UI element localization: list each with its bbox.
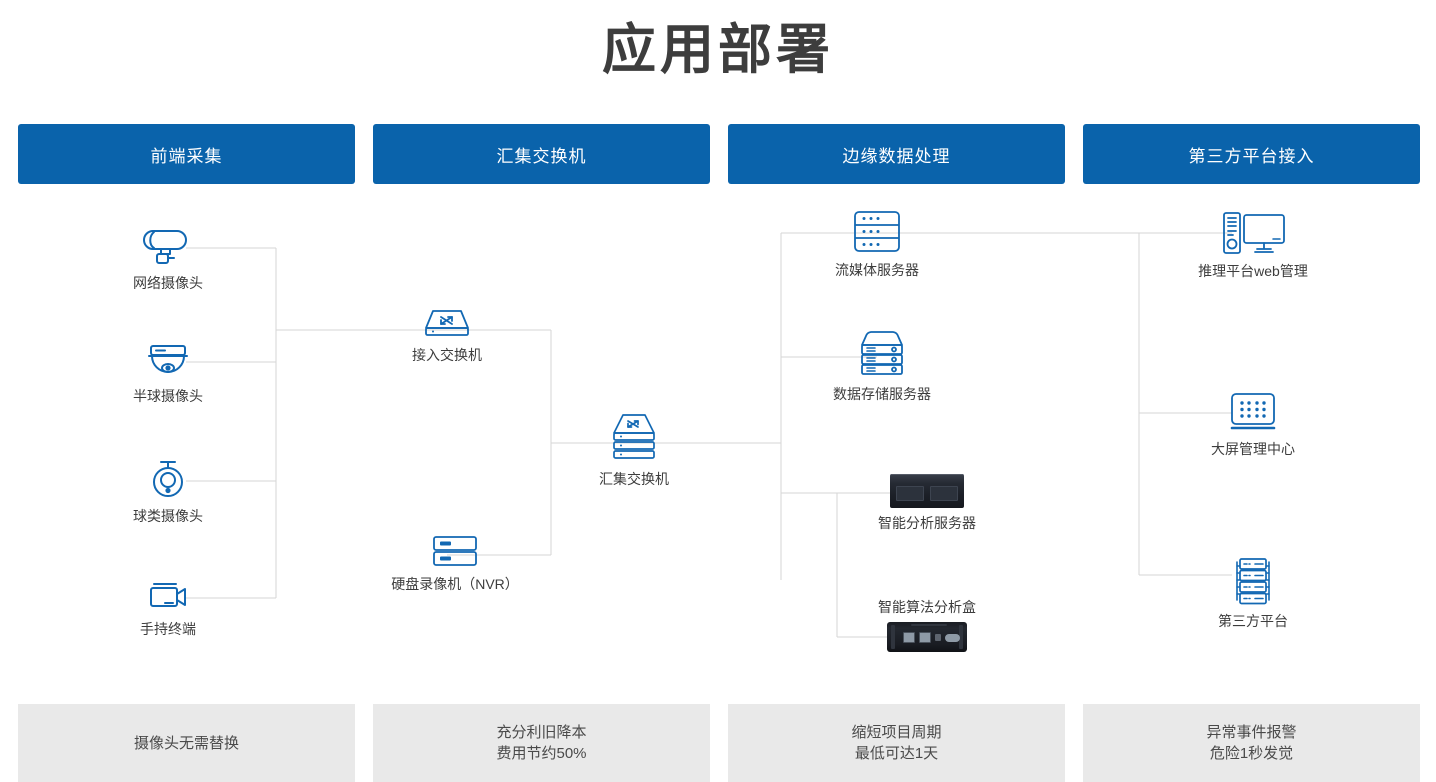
footer-benefit-2: 充分利旧降本 费用节约50% [373,704,710,782]
storage-server-icon [853,329,911,379]
footer-benefit-3: 缩短项目周期 最低可达1天 [728,704,1065,782]
footer-benefit-1: 摄像头无需替换 [18,704,355,782]
footer-line: 危险1秒发觉 [1209,745,1294,762]
node-access-switch[interactable]: 接入交换机 [357,306,537,364]
footer-line: 摄像头无需替换 [133,734,239,752]
node-ai-analysis-server[interactable]: 智能分析服务器 [837,474,1017,532]
node-label: 球类摄像头 [133,508,203,524]
video-wall-icon [1224,390,1282,434]
nvr-icon [426,533,484,569]
node-label: 第三方平台 [1218,613,1288,629]
node-label: 硬盘录像机（NVR） [391,576,519,592]
node-data-storage-server[interactable]: 数据存储服务器 [792,329,972,403]
column-header-front-end-capture: 前端采集 [18,124,355,184]
column-header-aggregation-switch: 汇集交换机 [373,124,710,184]
edge-ai-box-photo [887,622,967,652]
camcorder-icon [141,578,195,614]
bullet-camera-icon [141,224,195,268]
switch-icon [416,306,478,340]
desktop-pc-icon [1217,210,1289,256]
footer-line: 异常事件报警 [1206,724,1297,741]
node-label: 接入交换机 [412,347,482,363]
node-label: 智能分析服务器 [878,515,976,531]
node-ptz-camera[interactable]: 球类摄像头 [78,457,258,525]
node-nvr[interactable]: 硬盘录像机（NVR） [365,533,545,593]
node-label: 汇集交换机 [599,471,669,487]
node-network-camera[interactable]: 网络摄像头 [78,224,258,292]
footer-benefit-4: 异常事件报警 危险1秒发觉 [1083,704,1420,782]
node-ai-algorithm-box[interactable]: 智能算法分析盒 [837,598,1017,652]
node-label: 智能算法分析盒 [878,599,976,615]
node-label: 推理平台web管理 [1198,263,1308,279]
datacenter-rack-icon [1224,556,1282,606]
footer-line: 费用节约50% [496,745,587,762]
node-large-screen-management-center[interactable]: 大屏管理中心 [1163,390,1343,458]
ptz-camera-icon [141,457,195,501]
page-title: 应用部署 [602,20,834,80]
footer-line: 充分利旧降本 [496,724,587,741]
column-header-third-party-platform-access: 第三方平台接入 [1083,124,1420,184]
node-label: 网络摄像头 [133,275,203,291]
node-label: 半球摄像头 [133,388,203,404]
stacked-switch-icon [603,412,665,464]
dome-camera-icon [141,341,195,381]
node-streaming-server[interactable]: 流媒体服务器 [787,209,967,279]
node-dome-camera[interactable]: 半球摄像头 [78,341,258,405]
node-inference-platform-web-management[interactable]: 推理平台web管理 [1163,210,1343,280]
node-label: 流媒体服务器 [835,262,919,278]
rackmount-server-photo [890,474,964,508]
column-header-edge-data-processing: 边缘数据处理 [728,124,1065,184]
rack-server-icon [847,209,907,255]
node-label: 手持终端 [140,621,196,637]
node-handheld-terminal[interactable]: 手持终端 [78,578,258,638]
node-label: 数据存储服务器 [833,386,931,402]
node-third-party-platform[interactable]: 第三方平台 [1163,556,1343,630]
node-aggregation-switch[interactable]: 汇集交换机 [544,412,724,488]
footer-line: 最低可达1天 [854,745,939,762]
node-label: 大屏管理中心 [1211,441,1295,457]
footer-line: 缩短项目周期 [851,724,942,741]
